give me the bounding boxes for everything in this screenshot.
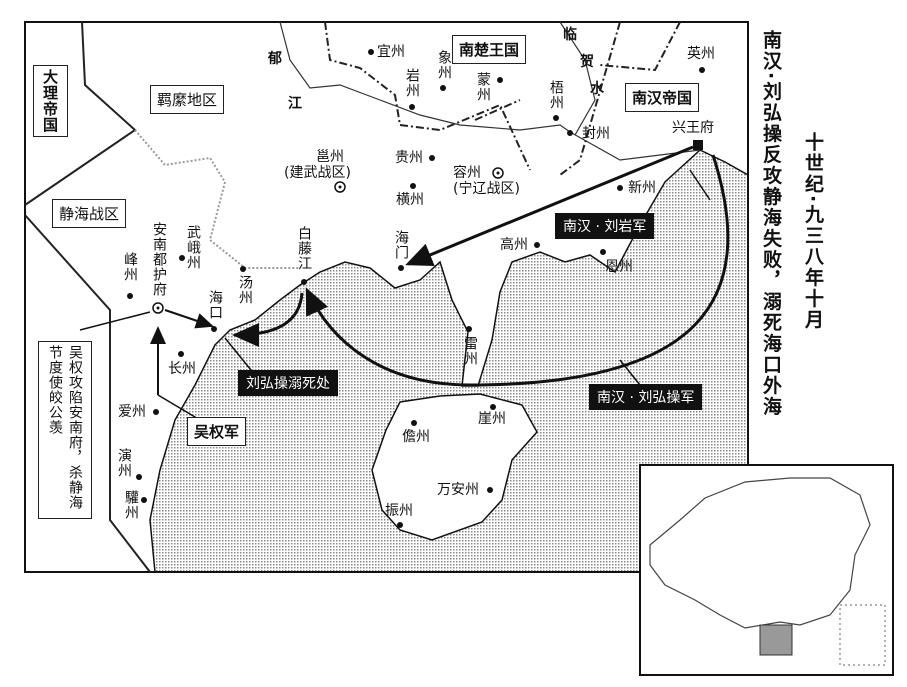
city-label: 贵州	[395, 150, 423, 166]
label-wuquan-army: 吴权军	[187, 417, 247, 446]
inset-map	[639, 464, 894, 676]
city-label: 长州	[168, 361, 196, 377]
city-label: 邕州	[316, 149, 344, 165]
city-label: (宁辽战区)	[453, 181, 520, 197]
river-label: 临	[563, 27, 577, 43]
river-label: 贺	[580, 54, 594, 70]
river-yu	[279, 21, 701, 161]
region-jimi: 羁縻地区	[150, 85, 225, 114]
city-label: 岩州	[404, 68, 420, 98]
label-drowned-site: 刘弘操溺死处	[238, 370, 338, 396]
region-nanhan: 南汉帝国	[625, 83, 700, 112]
city-label: 高州	[500, 237, 528, 253]
city-label: 横州	[396, 192, 424, 208]
route-liuyan	[405, 145, 694, 266]
region-nanchu: 南楚王国	[452, 35, 527, 64]
city-label: 雷州	[462, 336, 478, 366]
hainan-island	[371, 393, 538, 541]
city-label: 爱州	[118, 404, 146, 420]
city-label: 象州	[436, 50, 452, 80]
city-label: 梧州	[548, 80, 564, 110]
city-label: 恩州	[605, 259, 633, 275]
city-label: (建武战区)	[284, 165, 351, 181]
city-label: 儋州	[402, 429, 430, 445]
city-label: 英州	[687, 46, 715, 62]
city-label: 汤州	[237, 275, 253, 305]
river-label: 江	[288, 96, 302, 112]
city-label: 峰州	[122, 252, 138, 282]
city-label: 宜州	[377, 44, 405, 60]
city-label: 武峨州	[185, 225, 201, 270]
note-wuquan: 吴权攻陷安南府，杀静海节度使皎公羡	[38, 341, 92, 519]
city-label: 万安州	[437, 482, 479, 498]
city-label: 海门	[393, 230, 409, 260]
city-label: 演州	[116, 448, 132, 478]
map-title: 南汉·刘弘操反攻静海失败，溺死海口外海	[760, 30, 782, 418]
sea	[149, 149, 749, 573]
city-label: 新州	[628, 180, 656, 196]
city-label: 封州	[582, 126, 610, 142]
region-jinghai: 静海战区	[52, 199, 127, 228]
label-liuhongcao-army: 南汉 · 刘弘操军	[589, 384, 703, 410]
city-label: 驩州	[123, 490, 139, 520]
river-label: 郁	[268, 51, 282, 67]
city-label: 海口	[207, 290, 223, 320]
region-dali: 大理帝国	[33, 65, 68, 137]
route-annan-haikou	[164, 309, 214, 329]
city-label: 崖州	[478, 411, 506, 427]
map-subtitle: 十世纪·九三八年十月	[802, 132, 824, 331]
city-dots	[127, 49, 705, 528]
border-nanchu	[324, 21, 681, 176]
border-dali	[24, 21, 151, 573]
city-label: 蒙州	[475, 72, 491, 102]
city-label: 兴王府	[672, 120, 714, 136]
city-label: 白藤江	[296, 226, 312, 271]
city-label: 振州	[385, 503, 413, 519]
capital-marker	[693, 140, 703, 150]
city-label: 安南都护府	[151, 222, 167, 297]
city-label: 容州	[453, 165, 481, 181]
route-liuhongcao	[305, 154, 730, 387]
label-liuyan-army: 南汉 · 刘岩军	[555, 213, 655, 239]
river-label: 水	[590, 81, 604, 97]
route-retreat	[232, 292, 304, 347]
